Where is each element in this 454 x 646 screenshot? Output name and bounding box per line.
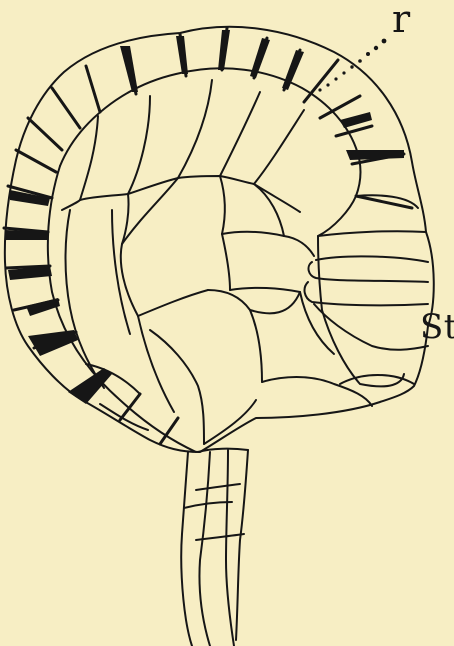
cell-wall	[230, 288, 300, 292]
stalk-cross	[184, 502, 232, 508]
pointer-dot	[334, 77, 337, 80]
cell-wall	[220, 176, 225, 234]
cell-wall	[138, 290, 208, 316]
stalk-inner	[199, 452, 210, 646]
cell-wall	[220, 92, 260, 176]
radial-wall	[16, 150, 56, 172]
right-lobe	[314, 304, 428, 350]
cell-wall	[138, 316, 174, 412]
radial-wall	[320, 96, 360, 118]
shaded-wedge	[176, 36, 188, 74]
cell-wall	[254, 110, 304, 184]
stalk-cross	[196, 484, 240, 490]
cell-wall	[150, 330, 204, 444]
cell-wall	[208, 290, 262, 382]
radial-wall	[336, 126, 372, 136]
right-lobe	[316, 256, 428, 262]
cell-wall	[112, 210, 130, 334]
cell-wall	[284, 236, 314, 256]
pointer-dot	[374, 46, 378, 50]
stalk-right	[236, 450, 248, 640]
cell-wall	[222, 234, 230, 290]
pointer-dot	[366, 52, 370, 56]
pointer-dot	[326, 83, 329, 86]
shaded-wedge	[340, 112, 372, 128]
shaded-wedge	[26, 298, 60, 316]
right-lobe	[305, 282, 428, 305]
pointer-dot	[318, 88, 321, 91]
shaded-wedge	[218, 30, 230, 70]
cell-wall	[121, 194, 138, 316]
radial-wall	[356, 196, 412, 208]
cell-wall	[250, 292, 300, 313]
label-r: r	[392, 0, 411, 38]
right-lobe	[318, 231, 426, 236]
stalk-inner-2	[226, 450, 234, 646]
shaded-wedge	[120, 46, 138, 92]
outer-wall	[5, 27, 434, 452]
cell-wall	[62, 200, 80, 210]
radial-wall	[304, 60, 338, 102]
radial-wall	[52, 88, 80, 128]
right-lobe	[309, 262, 428, 282]
pointer-dot	[350, 65, 353, 68]
cell-wall	[80, 176, 300, 212]
cell-wall	[262, 377, 372, 406]
cell-wall	[128, 96, 150, 194]
shaded-wedge	[346, 150, 404, 160]
cell-wall	[178, 80, 212, 178]
cell-wall	[300, 292, 334, 354]
shaded-wedge	[28, 330, 78, 356]
pointer-dot	[358, 59, 362, 63]
cell-wall	[222, 232, 284, 236]
pointer-dot	[382, 39, 387, 44]
radial-wall	[28, 118, 62, 150]
radial-wall	[86, 66, 100, 112]
label-st: St	[420, 310, 454, 344]
pointer-dot	[342, 71, 345, 74]
radial-wall	[120, 394, 140, 420]
cell-wall	[254, 184, 284, 236]
stalk-left	[181, 452, 192, 646]
